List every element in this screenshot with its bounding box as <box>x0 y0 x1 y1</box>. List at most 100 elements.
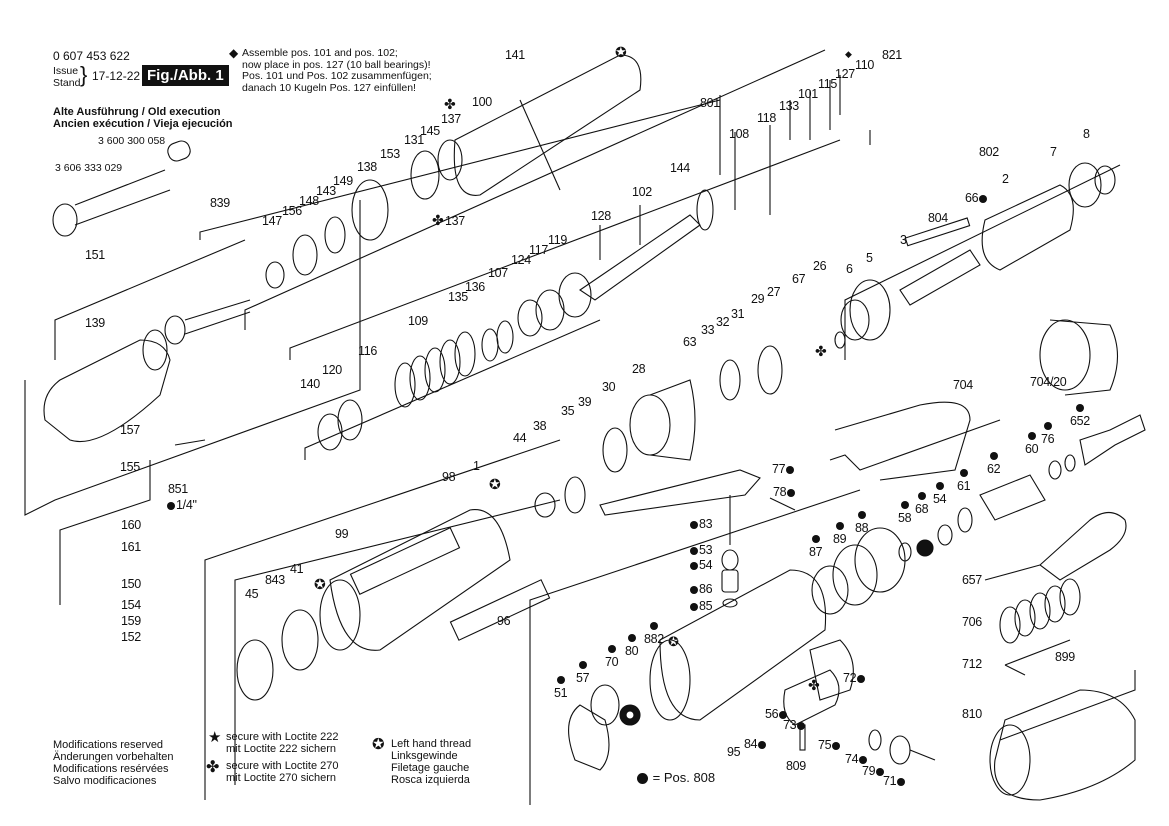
motor-housing-1 <box>329 509 511 651</box>
callout-141: 141 <box>505 48 525 62</box>
callout-99: 99 <box>335 527 349 541</box>
callout-78-text: 78 <box>773 485 787 499</box>
pos-808-dot-icon <box>832 741 841 750</box>
callout-153: 153 <box>380 147 400 161</box>
callout-159: 159 <box>121 614 141 628</box>
callout-77: 77 <box>772 462 795 476</box>
callout-150: 150 <box>121 577 141 591</box>
callout-107: 107 <box>488 266 508 280</box>
callout-712: 712 <box>962 657 982 671</box>
pos-808-dot-icon <box>1043 421 1052 430</box>
callout-802: 802 <box>979 145 999 159</box>
star-icon: ★ <box>208 729 222 746</box>
callout-3: 3 <box>900 233 907 247</box>
callout-58-text: 58 <box>898 511 912 525</box>
pos-808-dot-icon <box>917 491 926 500</box>
callout-hex-1-4: 1/4" <box>166 498 197 512</box>
callout-157: 157 <box>120 423 140 437</box>
callout-135: 135 <box>448 290 468 304</box>
callout-26: 26 <box>813 259 827 273</box>
callout-101: 101 <box>798 87 818 101</box>
assembly-note-line2: now place in pos. 127 (10 ball bearings)… <box>242 58 431 71</box>
callout-85-text: 85 <box>699 599 713 613</box>
callout-72: 72 <box>843 671 866 685</box>
callout-145: 145 <box>420 124 440 138</box>
callout-143: 143 <box>316 184 336 198</box>
callout-821: 821 <box>882 48 902 62</box>
callout-1: 1 <box>473 459 480 473</box>
callout-53: 53 <box>689 543 713 557</box>
callout-54-inlet-text: 54 <box>933 492 947 506</box>
callout-89-text: 89 <box>833 532 847 546</box>
callout-706: 706 <box>962 615 982 629</box>
callout-75: 75 <box>818 738 841 752</box>
pos-808-dot-icon <box>787 488 796 497</box>
hex-size-label: 1/4" <box>176 498 197 512</box>
callout-127: 127 <box>835 67 855 81</box>
assembly-note: Assemble pos. 101 and pos. 102; now plac… <box>242 47 432 94</box>
brace-icon: } <box>80 62 88 87</box>
callout-73: 73 <box>783 718 806 732</box>
callout-152: 152 <box>121 630 141 644</box>
pos-808-dot-icon <box>897 777 906 786</box>
callout-98: 98 <box>442 470 456 484</box>
pos-808-dot-icon <box>797 721 806 730</box>
pos-808-dot-icon <box>627 633 636 642</box>
callout-83-text: 83 <box>699 517 713 531</box>
callout-66-text: 66 <box>965 191 979 205</box>
callout-151: 151 <box>85 248 105 262</box>
loctite-222-de: mit Loctite 222 sichern <box>226 743 337 755</box>
pos-808-dot-icon <box>857 674 866 683</box>
callout-89: 89 <box>833 518 847 546</box>
callout-109: 109 <box>408 314 428 328</box>
callout-136: 136 <box>465 280 485 294</box>
callout-657: 657 <box>962 573 982 587</box>
left-hand-thread-icon: ✪ <box>314 576 326 592</box>
callout-147: 147 <box>262 214 282 228</box>
callout-128: 128 <box>591 209 611 223</box>
callout-35: 35 <box>561 404 575 418</box>
left-hand-thread-note: Left hand thread Linksgewinde Filetage g… <box>391 738 471 786</box>
left-hand-thread-icon: ✪ <box>615 44 627 60</box>
modifications-en: Modifications reserved <box>53 739 164 751</box>
pos-808-dot-icon <box>857 510 866 519</box>
callout-68-text: 68 <box>915 502 929 516</box>
inlet-nipple-62 <box>979 474 1046 521</box>
callout-108: 108 <box>729 127 749 141</box>
callout-63: 63 <box>683 335 697 349</box>
group-bracket-851 <box>59 460 151 605</box>
callout-41: 41 <box>290 562 304 576</box>
callout-39: 39 <box>578 395 592 409</box>
spring-706 <box>999 578 1081 644</box>
callout-95: 95 <box>727 745 741 759</box>
pos-808-dot-icon <box>690 585 698 594</box>
angle-head-139 <box>43 339 171 443</box>
callout-804: 804 <box>928 211 948 225</box>
issue-date: 17-12-22 <box>92 69 141 83</box>
callout-5: 5 <box>866 251 873 265</box>
callout-115: 115 <box>818 77 838 91</box>
screwdriver-657 <box>1039 511 1127 581</box>
callout-131: 131 <box>404 133 424 147</box>
pos-808-dot-icon <box>690 520 698 529</box>
callout-85: 85 <box>689 599 713 613</box>
callout-119: 119 <box>548 233 568 247</box>
spring-109 <box>394 331 476 408</box>
callout-100: 100 <box>472 95 492 109</box>
callout-74: 74 <box>845 752 868 766</box>
housing-100 <box>453 54 642 196</box>
pos-808-dot-icon <box>607 644 616 653</box>
callout-116: 116 <box>358 344 378 358</box>
pos-808-legend: = Pos. 808 <box>636 770 715 785</box>
ring-704-20 <box>1039 319 1091 391</box>
loctite-222-note: secure with Loctite 222 mit Loctite 222 … <box>226 731 339 755</box>
group-bracket-lower-housing <box>529 489 861 805</box>
wire-704 <box>834 401 971 481</box>
callout-86-text: 86 <box>699 582 713 596</box>
callout-80-text: 80 <box>625 644 639 658</box>
callout-51: 51 <box>554 672 568 700</box>
callout-79: 79 <box>862 764 885 778</box>
callout-86: 86 <box>689 582 713 596</box>
hex-dot-icon <box>167 501 175 510</box>
pos-808-dot-icon <box>859 755 868 764</box>
